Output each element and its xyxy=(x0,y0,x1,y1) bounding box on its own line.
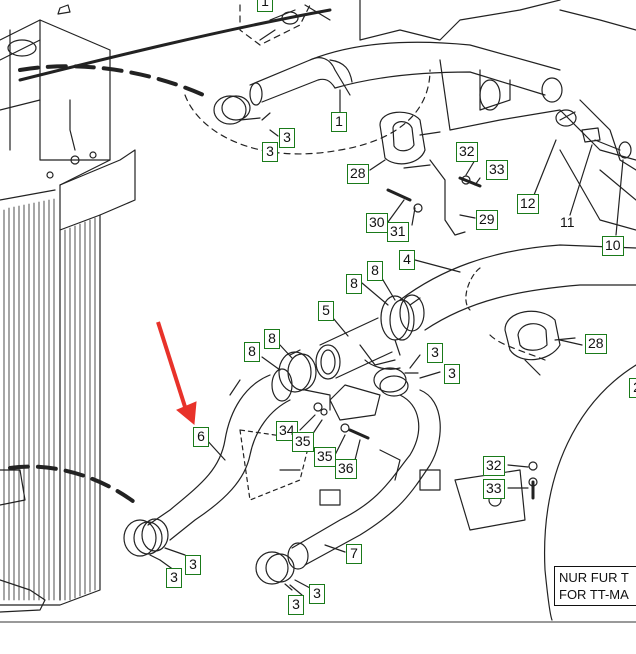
callout-10: 10 xyxy=(602,236,624,256)
callout-8-b: 8 xyxy=(346,274,362,294)
callout-1: 1 xyxy=(331,112,347,132)
hose-6-drawing xyxy=(141,368,293,552)
hose-1-drawing xyxy=(249,41,563,106)
clamp-drawing xyxy=(213,95,261,125)
callout-3-bl-a: 3 xyxy=(185,555,201,575)
callout-3-mid-a: 3 xyxy=(427,343,443,363)
callout-35-b: 35 xyxy=(314,447,336,467)
callout-33-bottom: 33 xyxy=(483,479,505,499)
callout-3-top-b: 3 xyxy=(262,142,278,162)
callout-8-c: 8 xyxy=(264,329,280,349)
variant-note-line-1: NUR FUR T xyxy=(559,570,629,585)
callout-4: 4 xyxy=(399,250,415,270)
callout-8-d: 8 xyxy=(244,342,260,362)
callout-28-top: 28 xyxy=(347,164,369,184)
callout-33-top: 33 xyxy=(486,160,508,180)
callout-3-bm-b: 3 xyxy=(288,595,304,615)
callout-30: 30 xyxy=(366,213,388,233)
hose-5-drawing xyxy=(315,317,401,380)
callout-35-a: 35 xyxy=(292,432,314,452)
callout-5: 5 xyxy=(318,301,334,321)
callout-29: 29 xyxy=(476,210,498,230)
callout-12: 12 xyxy=(517,194,539,214)
hose-4-drawing xyxy=(399,244,636,332)
callout-11: 11 xyxy=(560,214,575,230)
bottom-divider xyxy=(0,621,636,623)
callout-2-partial: 2 xyxy=(629,378,636,398)
pointer-arrow xyxy=(156,321,197,425)
callout-31: 31 xyxy=(387,222,409,242)
callout-3-top-a: 3 xyxy=(279,128,295,148)
variant-note-box: NUR FUR T FOR TT-MA xyxy=(554,566,636,606)
callout-32-top: 32 xyxy=(456,142,478,162)
variant-note-line-2: FOR TT-MA xyxy=(559,587,629,602)
callout-6: 6 xyxy=(193,427,209,447)
callout-3-bm-a: 3 xyxy=(309,584,325,604)
callout-3-mid-b: 3 xyxy=(444,364,460,384)
callout-7: 7 xyxy=(346,544,362,564)
callout-32-bottom: 32 xyxy=(483,456,505,476)
radiator-drawing xyxy=(0,19,136,613)
callout-36: 36 xyxy=(335,459,357,479)
callout-8-a: 8 xyxy=(367,261,383,281)
callout-top-partial: 1 xyxy=(257,0,273,12)
callout-28-right: 28 xyxy=(585,334,607,354)
callout-3-bl-b: 3 xyxy=(166,568,182,588)
